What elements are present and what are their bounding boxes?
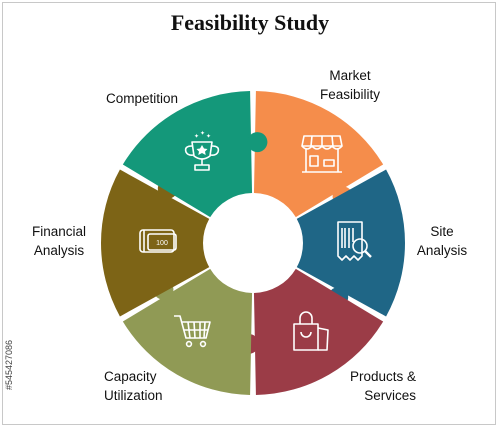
label-products: Products & Services bbox=[349, 369, 416, 403]
svg-text:✦: ✦ bbox=[206, 133, 211, 140]
segment-icons: 100 ✦ ✦ ✦ bbox=[139, 130, 372, 351]
shopping-bag-icon bbox=[293, 311, 329, 351]
image-border bbox=[2, 2, 496, 425]
label-competition: Competition bbox=[105, 91, 179, 106]
wallet-cash-icon: 100 bbox=[139, 229, 177, 253]
svg-text:✦: ✦ bbox=[200, 130, 205, 137]
svg-text:✦: ✦ bbox=[194, 133, 199, 140]
label-site: Site Analysis bbox=[416, 224, 468, 258]
wallet-amount: 100 bbox=[156, 240, 168, 247]
puzzle-segments bbox=[101, 91, 405, 395]
segment-site bbox=[296, 169, 405, 317]
label-financial: Financial Analysis bbox=[31, 224, 87, 258]
page-title: Feasibility Study bbox=[170, 10, 330, 35]
market-stall-icon bbox=[301, 135, 343, 173]
barcode-search-icon bbox=[337, 221, 372, 261]
puzzle-knob-competition bbox=[247, 132, 268, 153]
segment-financial bbox=[101, 169, 210, 317]
trophy-icon: ✦ ✦ ✦ bbox=[184, 130, 220, 171]
label-market: Market Feasibility bbox=[319, 68, 381, 102]
segment-market bbox=[253, 91, 384, 218]
stock-image-id: #545427086 bbox=[4, 339, 14, 391]
label-capacity: Capacity Utilization bbox=[104, 369, 163, 403]
shopping-cart-icon bbox=[174, 315, 211, 348]
segment-capacity bbox=[122, 268, 253, 395]
